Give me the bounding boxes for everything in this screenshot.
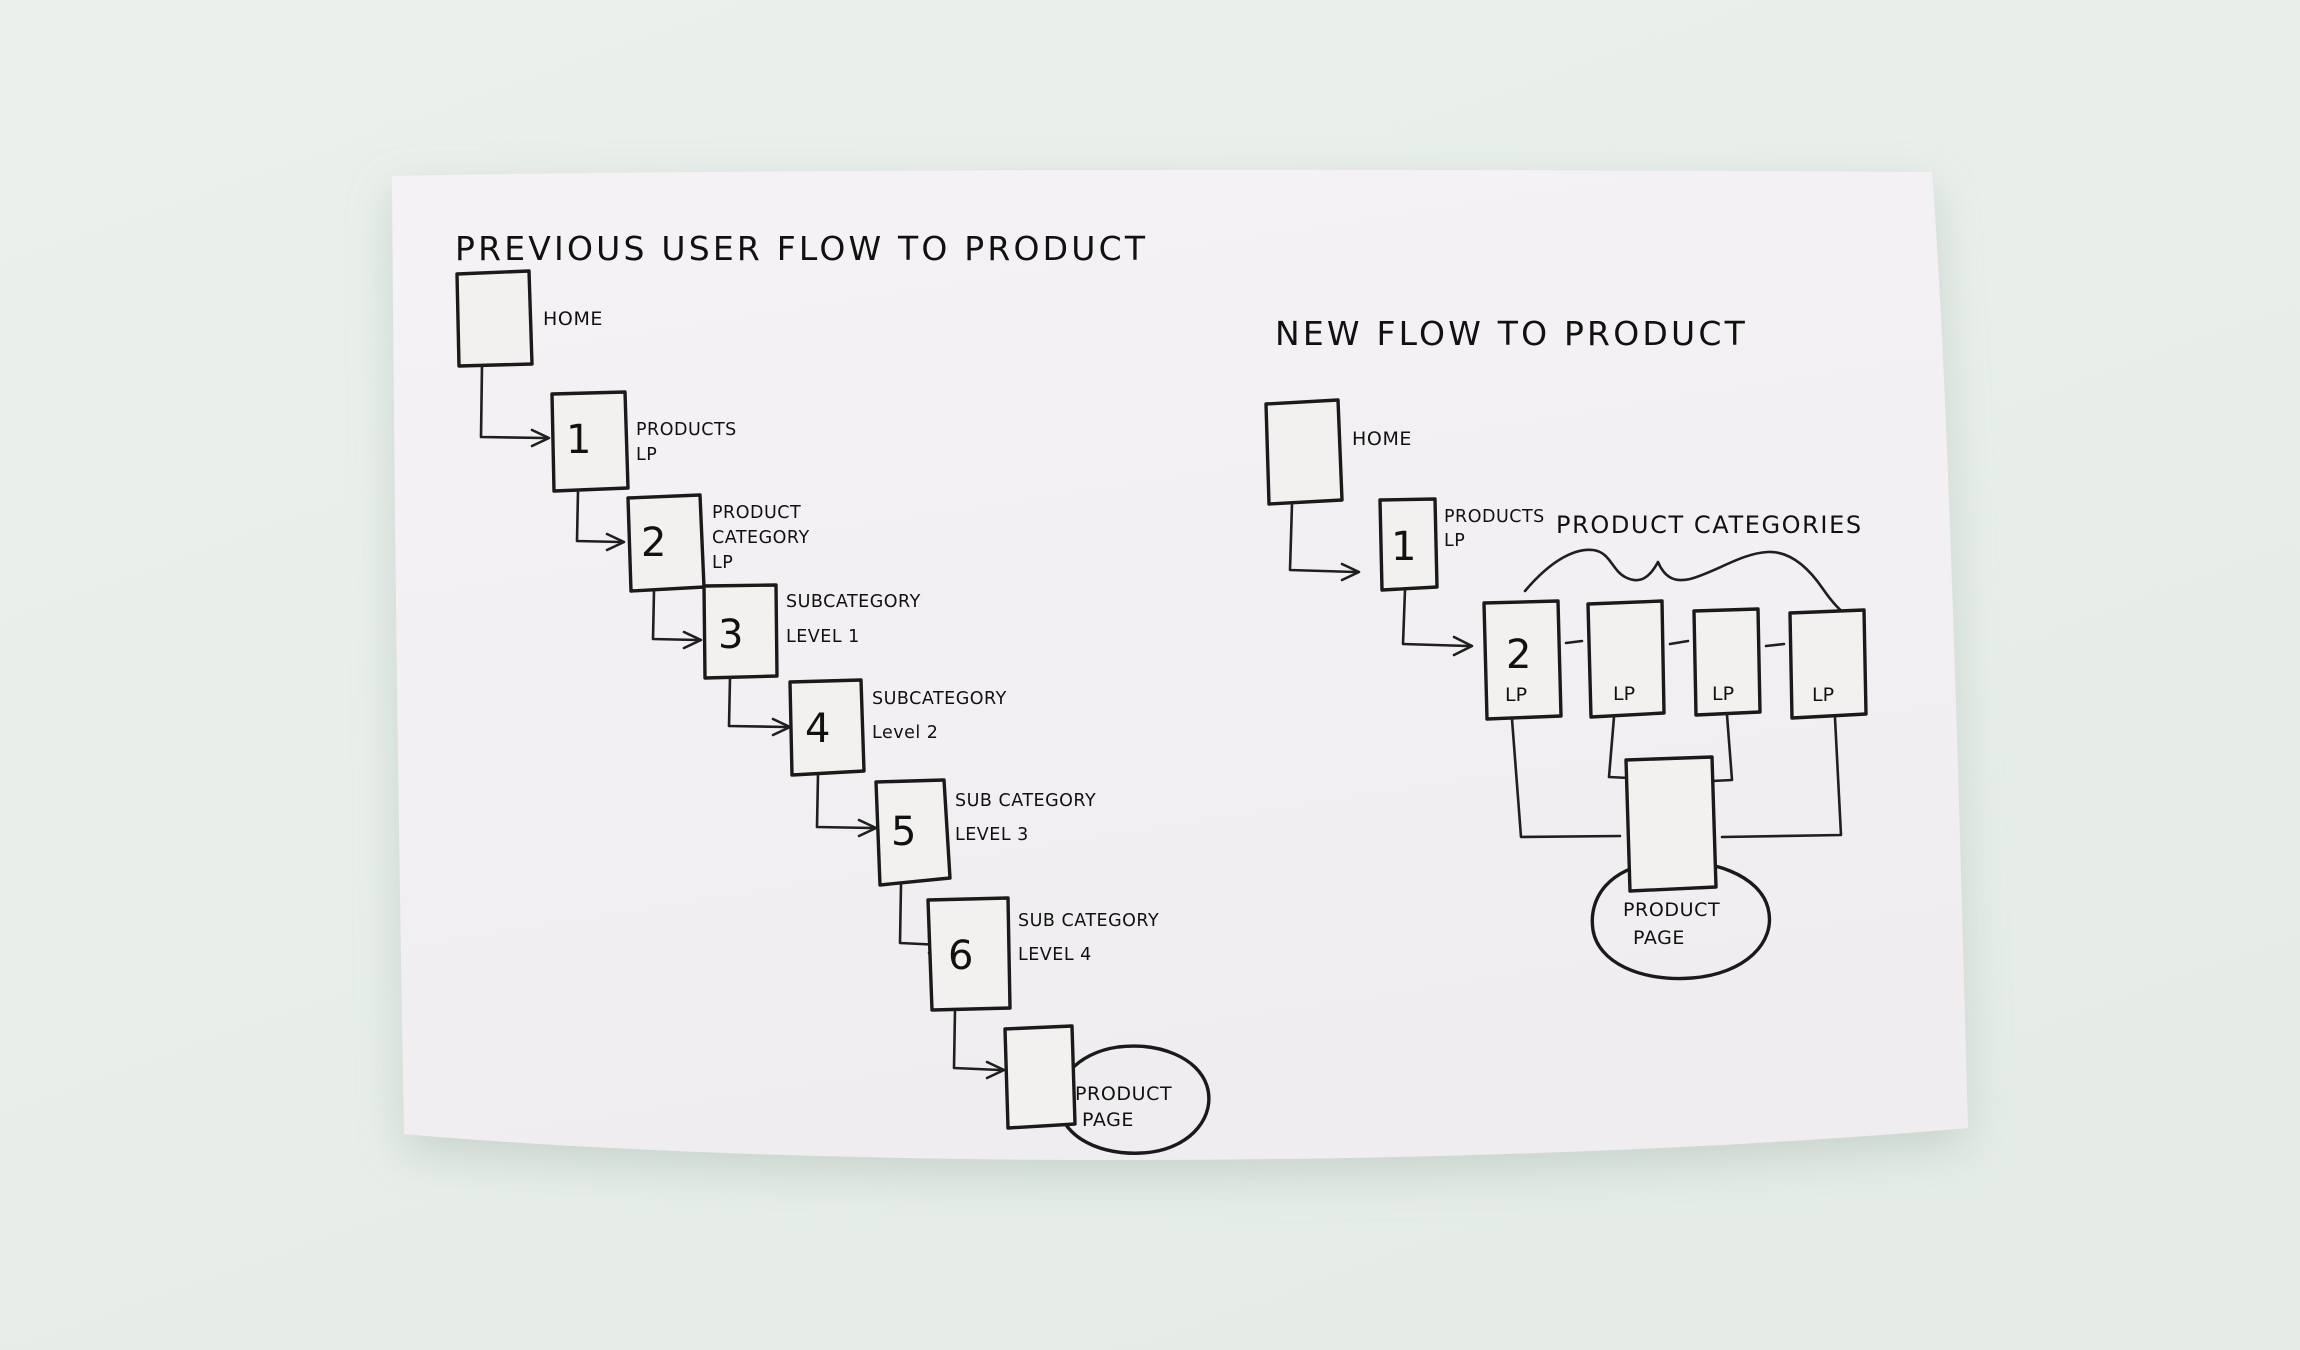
converge-line-1 — [1510, 717, 1622, 839]
converge-line-3 — [1710, 713, 1734, 783]
left-arrowhead-5 — [857, 818, 878, 838]
right-connector-1-categories — [1401, 588, 1470, 648]
category-dash-2 — [1668, 639, 1690, 646]
right-product-page-bubble[interactable] — [1590, 859, 1772, 981]
left-step-6-label-line2: LEVEL 4 — [1018, 945, 1092, 965]
right-step-1-number: 1 — [1391, 524, 1416, 570]
left-step-3-label-line2: LEVEL 1 — [786, 627, 860, 647]
paper-shape — [392, 169, 1968, 1161]
left-step-3-number: 3 — [718, 612, 743, 658]
right-step-1-label-line1: PRODUCTS — [1444, 507, 1545, 527]
right-category-2-lp: LP — [1613, 683, 1635, 705]
right-step-1-card[interactable] — [1378, 497, 1439, 592]
left-connector-6-product — [952, 1008, 1002, 1072]
left-step-6-card[interactable] — [926, 896, 1012, 1012]
left-step-1-label-line1: PRODUCTS — [636, 420, 737, 440]
right-bubble-line1: PRODUCT — [1623, 899, 1720, 921]
converge-line-2 — [1607, 715, 1631, 780]
right-category-card-1[interactable] — [1482, 599, 1563, 721]
right-flow-title: NEW FLOW TO PRODUCT — [1275, 314, 1748, 353]
left-flow-title: PREVIOUS USER FLOW TO PRODUCT — [455, 229, 1148, 268]
left-step-6-label-line1: SUB CATEGORY — [1018, 911, 1159, 931]
left-connector-3-4 — [727, 676, 788, 729]
left-step-2-number: 2 — [641, 520, 666, 566]
right-arrowhead-categories — [1452, 635, 1474, 657]
left-step-4-number: 4 — [805, 706, 830, 752]
right-categories-label: PRODUCT CATEGORIES — [1556, 511, 1863, 539]
right-connector-home-1 — [1288, 502, 1357, 574]
left-step-4-label-line1: SUBCATEGORY — [872, 689, 1007, 709]
left-step-5-card[interactable] — [874, 778, 952, 887]
converge-line-4 — [1720, 716, 1843, 839]
left-product-page-card[interactable] — [1003, 1024, 1077, 1130]
left-step-4-label-line2: Level 2 — [872, 723, 938, 743]
right-step-1-label-line2: LP — [1444, 531, 1465, 551]
right-bubble-line2: PAGE — [1633, 927, 1685, 949]
left-connector-1-2 — [575, 489, 622, 544]
right-arrowhead-1 — [1340, 562, 1361, 582]
right-home-label: HOME — [1352, 428, 1412, 450]
right-category-card-2[interactable] — [1586, 599, 1666, 719]
categories-brace — [1523, 548, 1850, 618]
left-connector-2-3 — [651, 589, 699, 642]
left-bubble-line1: PRODUCT — [1075, 1083, 1172, 1105]
right-category-card-4[interactable] — [1788, 608, 1868, 720]
left-home-card[interactable] — [455, 269, 534, 368]
right-product-page-card[interactable] — [1624, 755, 1718, 893]
left-step-4-card[interactable] — [788, 678, 866, 777]
left-connector-4-5 — [815, 773, 874, 830]
left-step-1-card[interactable] — [550, 390, 630, 493]
left-step-5-label-line1: SUB CATEGORY — [955, 791, 1096, 811]
left-step-5-number: 5 — [891, 809, 916, 855]
category-dash-1 — [1564, 639, 1584, 645]
left-step-3-label-line1: SUBCATEGORY — [786, 592, 921, 612]
left-step-2-label-line1: PRODUCT — [712, 503, 801, 523]
right-category-1-lp: LP — [1505, 684, 1527, 706]
left-step-5-label-line2: LEVEL 3 — [955, 825, 1029, 845]
right-category-3-lp: LP — [1712, 683, 1734, 705]
left-arrowhead-product — [985, 1060, 1006, 1080]
left-arrowhead-2 — [605, 532, 626, 552]
left-step-2-label-line3: LP — [712, 553, 733, 573]
right-home-card[interactable] — [1264, 398, 1344, 506]
right-category-4-lp: LP — [1812, 684, 1834, 706]
left-connector-home-1 — [479, 364, 547, 440]
left-flow-group: PREVIOUS USER FLOW TO PRODUCT HOME 1 PRO… — [455, 229, 1211, 1155]
right-flow-group: NEW FLOW TO PRODUCT HOME 1 PRODUCTS LP — [1264, 314, 1868, 981]
left-home-label: HOME — [543, 308, 603, 330]
right-category-card-3[interactable] — [1692, 607, 1762, 717]
left-arrowhead-1 — [530, 428, 551, 448]
left-step-2-label-line2: CATEGORY — [712, 528, 810, 548]
left-step-1-number: 1 — [566, 417, 591, 463]
right-category-1-number: 2 — [1506, 632, 1531, 678]
category-dash-3 — [1764, 642, 1786, 648]
left-step-6-number: 6 — [948, 933, 973, 979]
left-arrowhead-3 — [682, 630, 703, 650]
left-step-3-card[interactable] — [702, 583, 779, 680]
left-bubble-line2: PAGE — [1082, 1109, 1134, 1131]
left-step-1-label-line2: LP — [636, 445, 657, 465]
